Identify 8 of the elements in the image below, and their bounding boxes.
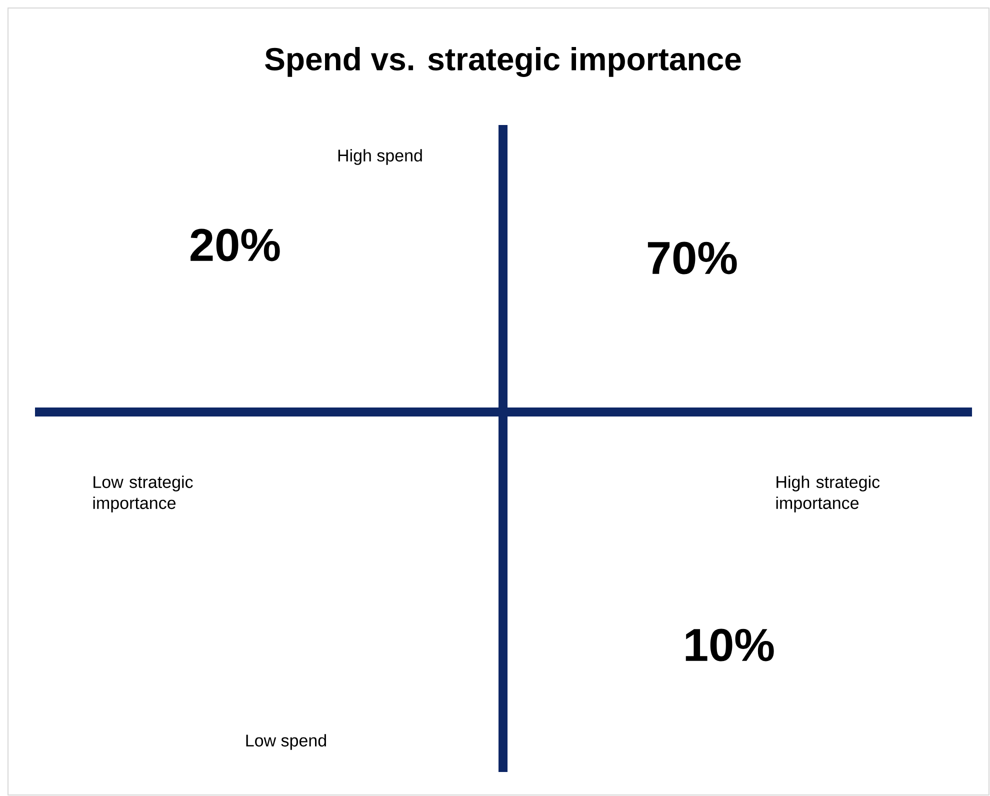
percentage-value: 70%	[648, 242, 737, 274]
percentage-value: 20%	[190, 228, 280, 262]
title: Spend vs. strategic importance	[265, 47, 741, 77]
axis-label: Low strategic importance	[93, 476, 193, 512]
axis-label: High spend	[338, 149, 422, 165]
axis-label: Low spend	[246, 734, 326, 750]
axis-label: High strategic importance	[776, 476, 880, 512]
percentage-value: 10%	[686, 628, 774, 662]
